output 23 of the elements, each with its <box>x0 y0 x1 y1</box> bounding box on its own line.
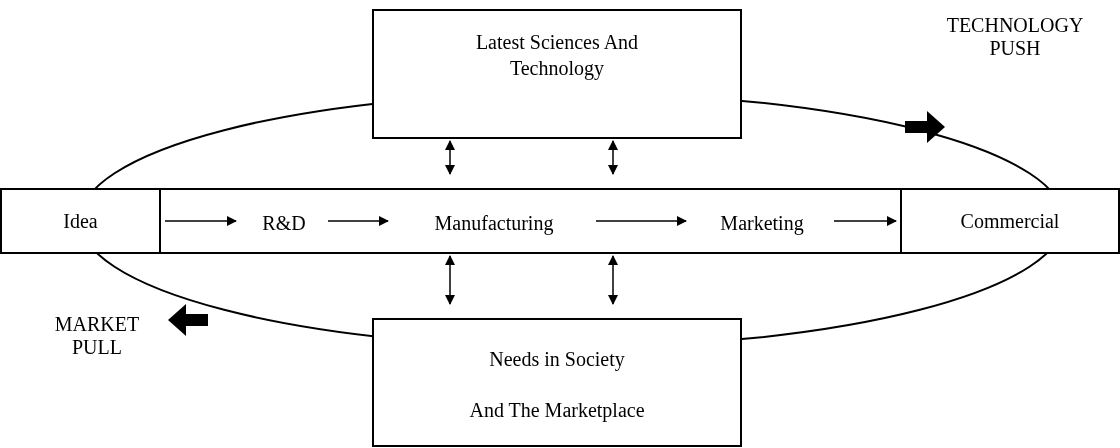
flow-label: TECHNOLOGY PUSH <box>945 14 1085 60</box>
arrow <box>445 140 455 175</box>
process-box <box>900 188 1120 254</box>
arrow <box>595 216 687 226</box>
flow-label: MARKET PULL <box>53 313 141 359</box>
node-text: R&D <box>262 211 306 236</box>
process-band <box>159 188 902 254</box>
arrow <box>833 216 897 226</box>
node-text: Marketing <box>720 211 804 236</box>
process-box <box>0 188 161 254</box>
arrow <box>164 216 237 226</box>
process-box <box>372 9 742 139</box>
arrow <box>445 255 455 305</box>
node-text: Needs in Society <box>489 347 625 373</box>
node-text: And The Marketplace <box>469 397 645 423</box>
node-text: Idea <box>63 209 98 234</box>
arrow <box>327 216 389 226</box>
arrow <box>608 140 618 175</box>
arrow <box>608 255 618 305</box>
node-text: Manufacturing <box>434 211 554 236</box>
node-text: Latest Sciences And Technology <box>474 30 640 81</box>
node-text: Commercial <box>960 209 1060 234</box>
process-box <box>372 318 742 447</box>
